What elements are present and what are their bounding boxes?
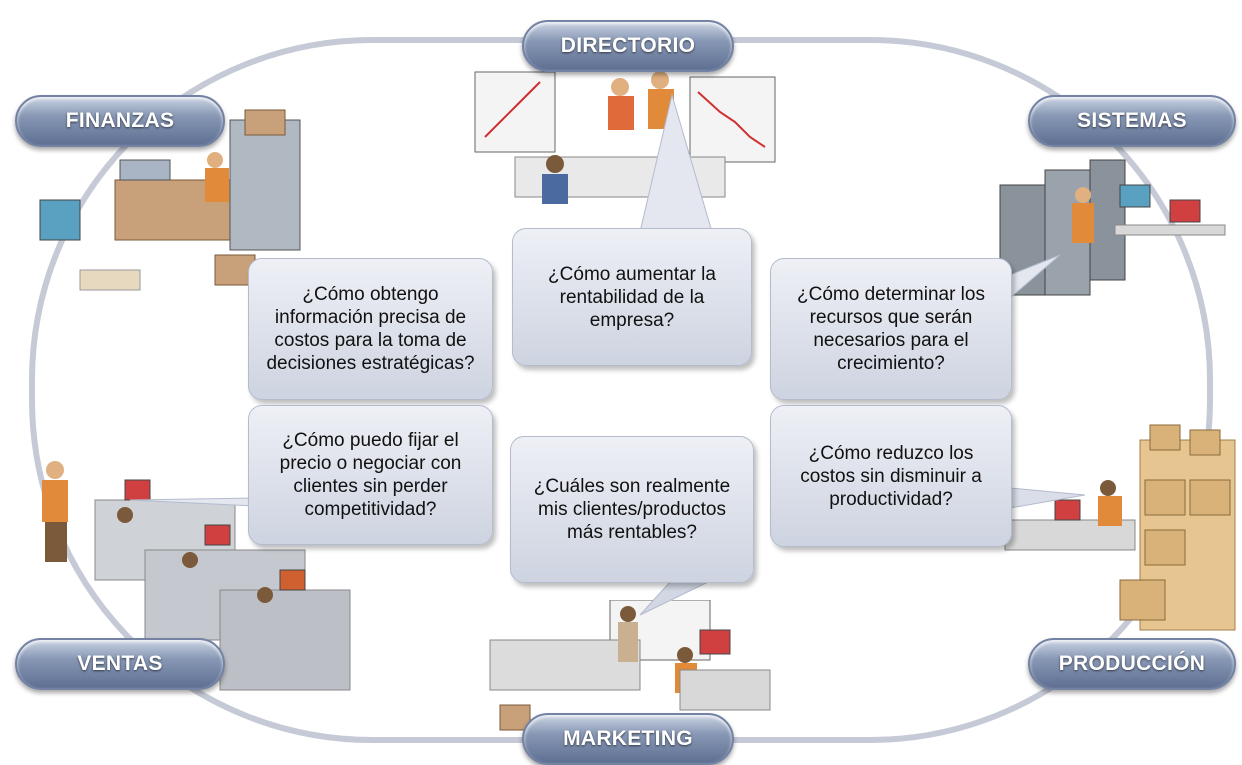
sistemas-label: SISTEMAS xyxy=(1028,95,1236,147)
produccion-warehouse-illustration xyxy=(1004,424,1236,631)
sistemas-question-bubble: ¿Cómo determinar los recursos que serán … xyxy=(770,258,1012,400)
finanzas-office-illustration xyxy=(39,109,301,291)
directorio-question-bubble: ¿Cómo aumentar la rentabilidad de la emp… xyxy=(512,228,752,366)
ventas-question-bubble: ¿Cómo puedo fijar el precio o negociar c… xyxy=(248,405,493,545)
sistemas-server-room-illustration xyxy=(999,159,1226,296)
finanzas-label: FINANZAS xyxy=(15,95,225,147)
marketing-label: MARKETING xyxy=(522,713,734,765)
produccion-label: PRODUCCIÓN xyxy=(1028,638,1236,690)
directorio-label: DIRECTORIO xyxy=(522,20,734,72)
produccion-question-bubble: ¿Cómo reduzco los costos sin disminuir a… xyxy=(770,405,1012,547)
ventas-call-center-illustration xyxy=(42,461,351,691)
finanzas-question-bubble: ¿Cómo obtengo información precisa de cos… xyxy=(248,258,493,400)
marketing-mailroom-illustration xyxy=(489,600,771,731)
ventas-label: VENTAS xyxy=(15,638,225,690)
marketing-question-bubble: ¿Cuáles son realmente mis clientes/produ… xyxy=(510,436,754,583)
